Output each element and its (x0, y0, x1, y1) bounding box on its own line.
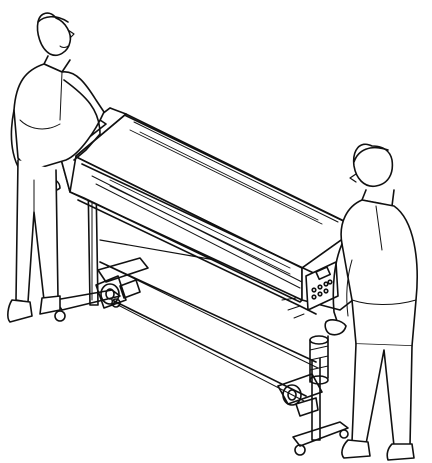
person-right (324, 143, 418, 461)
person-right-legs (351, 343, 413, 447)
person-left-shoe-1 (7, 299, 33, 323)
person-right-shoe-1 (341, 439, 371, 459)
stand-crossbar-upper (99, 261, 317, 363)
person-left-shoe-2 (39, 295, 61, 315)
control-panel (305, 261, 339, 311)
media-roll-unit-front (95, 257, 149, 309)
person-right-torso (340, 199, 418, 347)
person-right-hand (324, 319, 347, 336)
person-left (7, 12, 105, 323)
stand-right-caster (294, 444, 306, 456)
person-left-torso (13, 63, 105, 169)
media-take-up-cylinder (309, 335, 329, 385)
person-right-shoe-2 (386, 443, 415, 461)
media-roll-unit-rear (277, 373, 323, 417)
printer-body (57, 107, 359, 319)
person-left-head (36, 12, 72, 57)
stand-left-leg (87, 177, 99, 306)
person-left-legs (15, 159, 59, 303)
stand-left-caster (54, 310, 66, 322)
person-left-arm-right (63, 79, 101, 161)
stand-crossbar-lower (111, 299, 307, 397)
person-right-head (352, 143, 394, 188)
person-right-arm (332, 243, 343, 331)
stand-left-foot (54, 289, 121, 311)
stand-right-foot (292, 421, 349, 447)
